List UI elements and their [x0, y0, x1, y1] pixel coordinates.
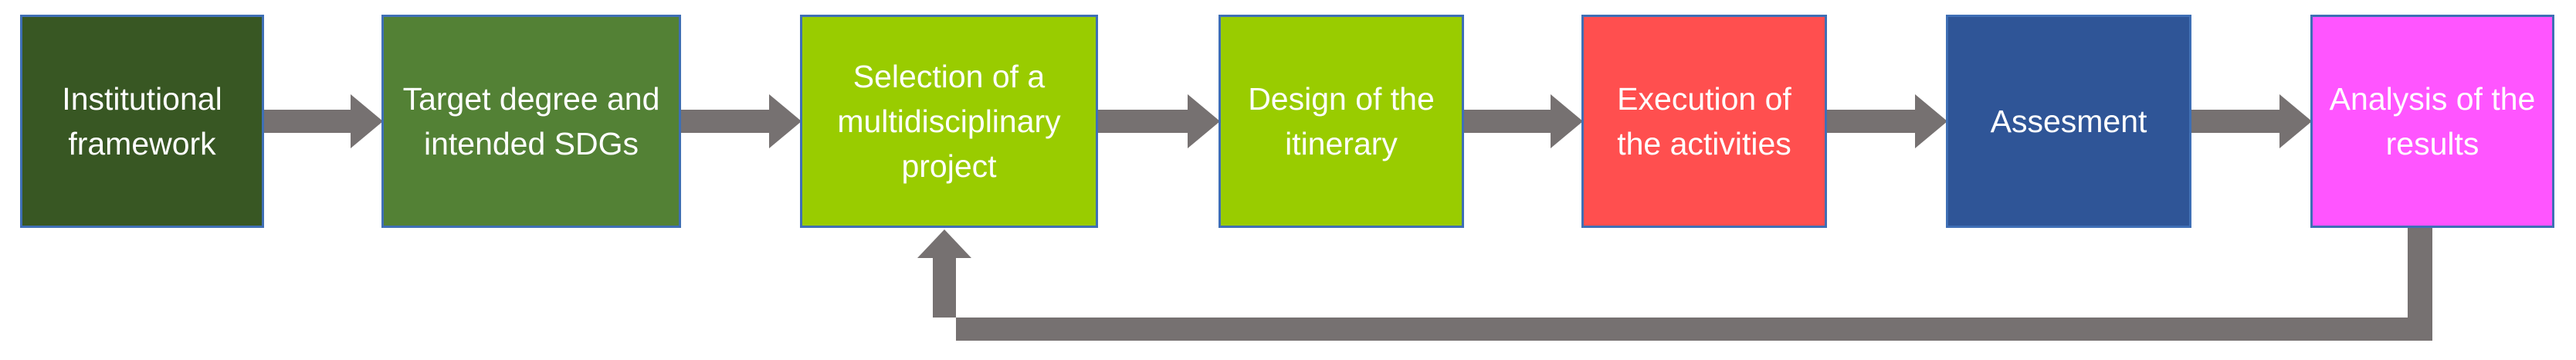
step-execution-activities: Execution of the activities: [1581, 15, 1827, 228]
feedback-loop-arrow: [917, 228, 2432, 341]
step-institutional-framework: Institutional framework: [20, 15, 264, 228]
arrow-1-to-2: [263, 94, 383, 148]
arrow-3-to-4: [1096, 94, 1220, 148]
step-assessment: Assesment: [1946, 15, 2191, 228]
step-label: Institutional framework: [62, 81, 222, 161]
step-label: Target degree and intended SDGs: [402, 81, 660, 161]
arrow-5-to-6: [1825, 94, 1947, 148]
step-label: Design of the itinerary: [1248, 81, 1435, 161]
step-label: Assesment: [1990, 104, 2147, 139]
step-target-degree: Target degree and intended SDGs: [381, 15, 681, 228]
step-design-itinerary: Design of the itinerary: [1219, 15, 1464, 228]
arrow-4-to-5: [1463, 94, 1583, 148]
arrow-6-to-7: [2190, 94, 2312, 148]
step-label: Selection of a multidisciplinary project: [837, 59, 1061, 184]
step-label: Execution of the activities: [1617, 81, 1791, 161]
step-analysis-results: Analysis of the results: [2310, 15, 2554, 228]
step-selection-project: Selection of a multidisciplinary project: [800, 15, 1098, 228]
arrow-2-to-3: [680, 94, 802, 148]
step-label: Analysis of the results: [2329, 81, 2536, 161]
